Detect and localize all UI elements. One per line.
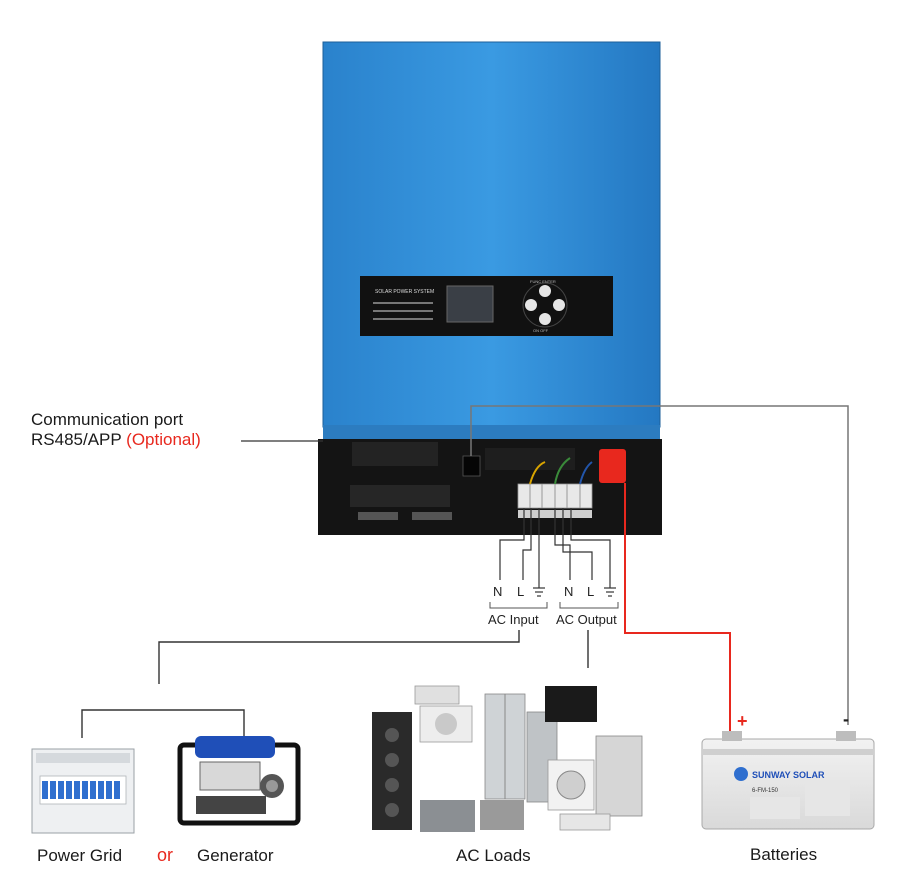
source-split-wire: [81, 709, 245, 738]
battery-terminal-cover: [599, 449, 626, 483]
power-grid-breaker-box: [31, 748, 135, 834]
input-n-label: N: [493, 584, 503, 599]
label-strip: [412, 512, 452, 520]
ac-output-bracket: [559, 602, 619, 609]
comm-port-protocol: RS485/APP (Optional): [31, 430, 201, 450]
breaker-plate: [352, 442, 438, 466]
button-ring: [522, 282, 568, 328]
ac-input-wire: [158, 630, 520, 684]
battery-minus-sign: -: [843, 709, 849, 729]
terminal-drop-wires: [499, 508, 611, 580]
ground-symbol: [533, 580, 545, 597]
comm-port-label: Communication port: [31, 410, 184, 429]
spec-line: [373, 302, 433, 304]
battery-model: 6-FM-150: [752, 788, 779, 794]
ac-loads-appliances: [372, 685, 643, 832]
ac-output-label: AC Output: [556, 612, 617, 627]
caption-generator: Generator: [197, 846, 274, 865]
ac-input-label: AC Input: [488, 612, 539, 627]
panel-button[interactable]: [525, 299, 537, 311]
comm-optional-text: (Optional): [126, 430, 201, 449]
caption-batteries: Batteries: [750, 845, 818, 864]
comm-wire: [470, 405, 849, 725]
ground-symbol: [604, 580, 616, 597]
output-n-label: N: [564, 584, 574, 599]
spec-line: [373, 310, 433, 312]
battery-brand: SUNWAY SOLAR: [752, 770, 825, 780]
caption-ac-loads: AC Loads: [456, 846, 531, 865]
caption-power-grid: Power Grid: [37, 846, 123, 865]
panel-button[interactable]: [553, 299, 565, 311]
generator: [177, 736, 301, 826]
button-label-onoff: ON OFF: [533, 328, 549, 333]
label-strip: [358, 512, 398, 520]
input-l-label: L: [517, 584, 525, 599]
battery-positive-wire: [624, 483, 731, 735]
output-l-label: L: [587, 584, 595, 599]
caption-or: or: [157, 845, 174, 865]
inverter-body: [322, 41, 661, 428]
panel-title: SOLAR POWER SYSTEM: [375, 289, 434, 295]
panel-button[interactable]: [539, 313, 551, 325]
inverter: SOLAR POWER SYSTEM FUNC ENTER ON OFF: [318, 41, 662, 535]
lcd-screen: [446, 285, 494, 323]
battery: SUNWAY SOLAR 6-FM-150: [701, 731, 875, 830]
button-label-func: FUNC ENTER: [530, 279, 556, 284]
comm-protocol-text: RS485/APP: [31, 430, 122, 449]
spec-line: [373, 318, 433, 320]
rs485-port[interactable]: [462, 455, 481, 477]
brand-logo-icon: [734, 767, 748, 781]
breaker-row: [350, 485, 450, 507]
inverter-lower-bezel: [323, 425, 660, 439]
ac-input-bracket: [489, 602, 548, 609]
panel-button[interactable]: [539, 285, 551, 297]
fan-grill: [485, 448, 575, 470]
battery-plus-sign: +: [737, 711, 748, 731]
